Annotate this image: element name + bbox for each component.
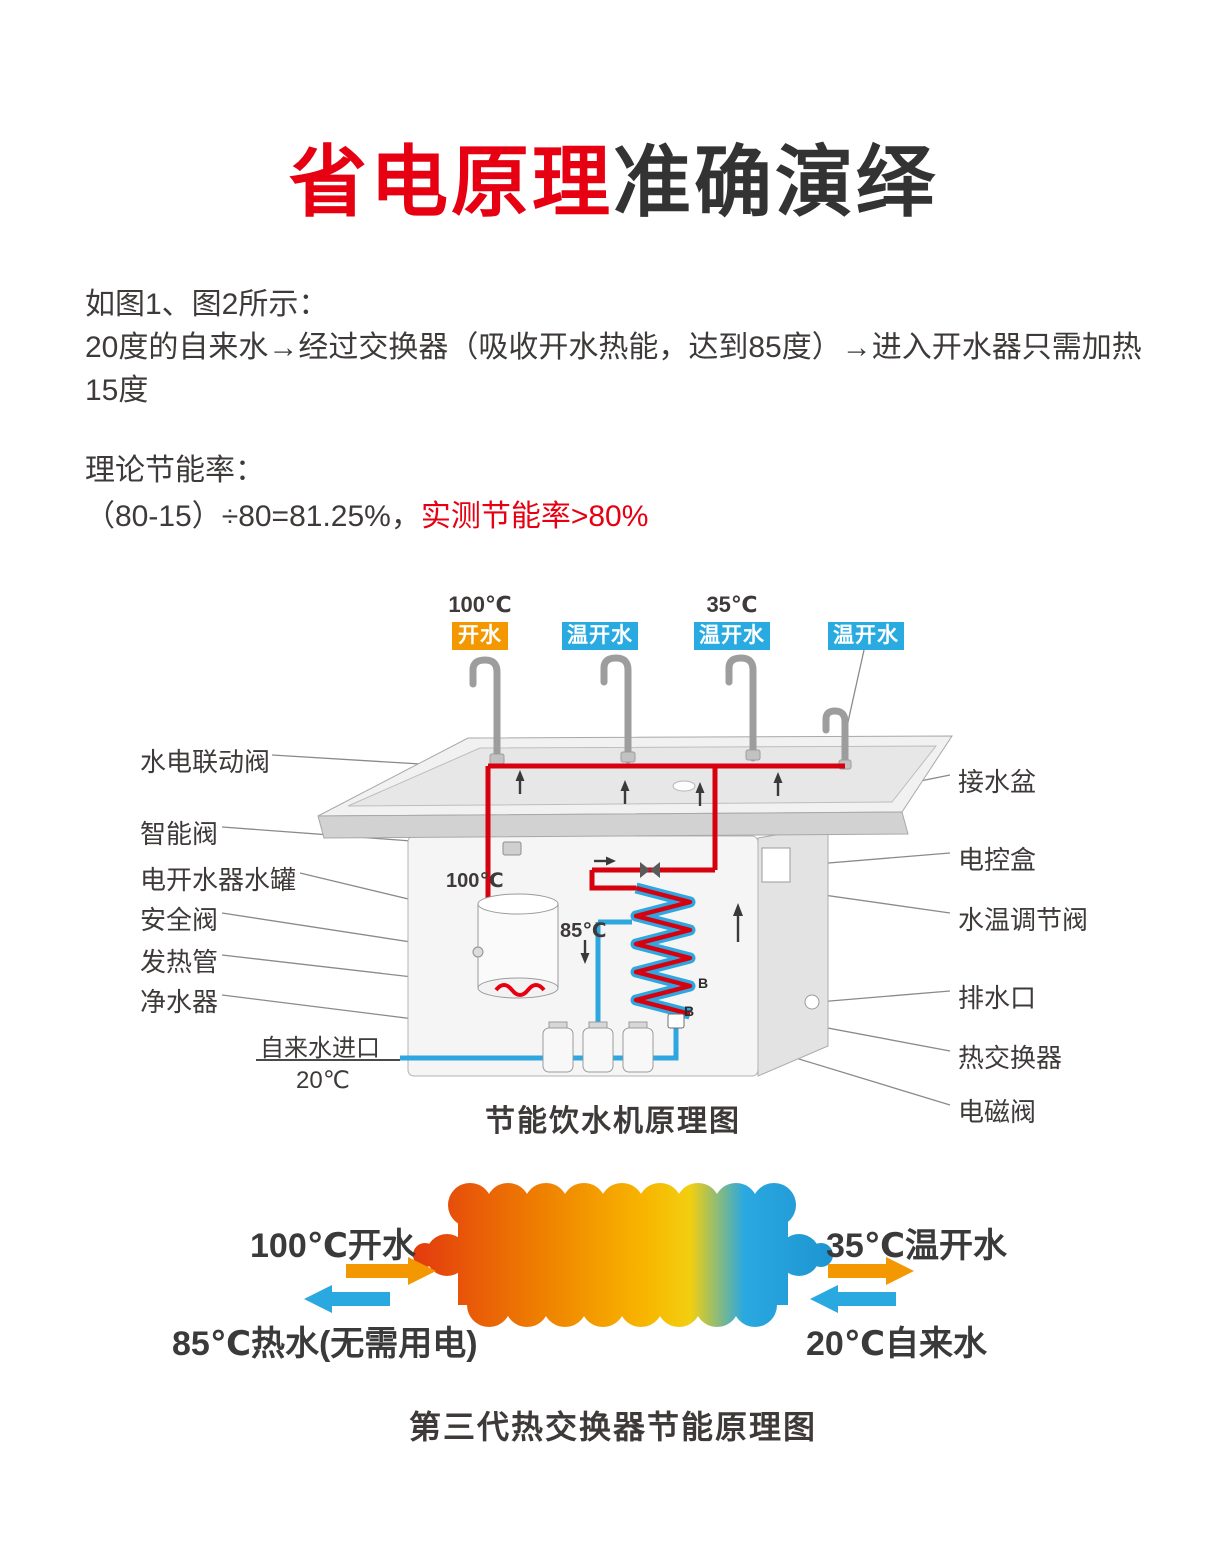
label-20c-cold-in: 20℃自来水: [806, 1325, 987, 1363]
label-water-filter: 净水器: [140, 987, 219, 1017]
hot-water-pipes: [485, 763, 845, 906]
label-85c-hot-out: 85℃热水(无需用电): [172, 1325, 478, 1363]
theory-formula: （80-15）÷80=81.25%，: [85, 500, 421, 533]
flow-arrow-cold-in: [810, 1285, 896, 1313]
tap-tag-warm-2: 温开水: [694, 622, 770, 650]
machine-body: [407, 825, 829, 1077]
faucet-2: [600, 654, 632, 764]
label-control-box: 电控盒: [958, 845, 1037, 875]
label-drain-outlet: 排水口: [958, 983, 1037, 1013]
intro-text: 如图1、图2所示： 20度的自来水→经过交换器（吸收开水热能，达到85度）→进入…: [85, 283, 1165, 412]
theory-formula-line: （80-15）÷80=81.25%，实测节能率>80%: [85, 494, 1165, 540]
heat-exchanger-coil: [630, 882, 696, 1020]
flow-arrow-hot-in: [346, 1257, 436, 1285]
label-solenoid-valve: 电磁阀: [958, 1097, 1037, 1127]
flow-arrow-hot-out: [304, 1285, 390, 1313]
coil-marker-1: B: [698, 975, 709, 991]
safety-valve: [472, 946, 484, 958]
smart-valve: [502, 841, 522, 856]
pipe-temp-85: 85℃: [560, 920, 607, 942]
heating-element: [494, 983, 546, 997]
temperature-regulating-valve: [640, 862, 660, 878]
exchanger-diagram: 100℃开水 35℃温开水 85℃热水(无需用电) 20℃自来水 第三代热交换器…: [0, 1160, 1226, 1490]
coil-marker-2: B: [684, 1003, 695, 1019]
pipe-temp-100: 100℃: [446, 870, 504, 892]
theory-text: 理论节能率： （80-15）÷80=81.25%，实测节能率>80%: [85, 448, 1165, 540]
tap-tag-warm-1: 温开水: [562, 622, 638, 650]
control-box: [761, 847, 791, 883]
label-temp-regulating-valve: 水温调节阀: [958, 905, 1089, 935]
boiler-tank: [472, 893, 559, 999]
faucet-temp-warm: 35℃: [706, 592, 758, 617]
label-tap-water-inlet: 自来水进口: [260, 1035, 380, 1062]
faucet-4: [822, 707, 849, 770]
label-100c-boiling-in: 100℃开水: [250, 1227, 416, 1265]
label-35c-warm-out: 35℃温开水: [826, 1227, 1007, 1265]
label-safety-valve: 安全阀: [140, 905, 219, 935]
machine-caption: 节能饮水机原理图: [485, 1105, 741, 1138]
solenoid-valve: [667, 1013, 685, 1029]
faucets: [469, 654, 849, 770]
flow-arrows: [515, 770, 783, 964]
sink-counter: [317, 735, 953, 839]
intro-line2: 20度的自来水→经过交换器（吸收开水热能，达到85度）→进入开水器只需加热15度: [85, 331, 1142, 407]
faucet-1: [469, 656, 501, 766]
title-rest: 准确演绎: [613, 138, 938, 226]
flow-arrow-warm-out: [828, 1257, 914, 1285]
intro-line1: 如图1、图2所示：: [85, 288, 329, 321]
faucet-temp-hot: 100℃: [448, 592, 512, 617]
page-title: 省电原理准确演绎: [0, 120, 1226, 232]
faucet-3: [725, 654, 757, 762]
theory-label: 理论节能率：: [85, 454, 265, 487]
exchanger-caption: 第三代热交换器节能原理图: [408, 1409, 817, 1445]
tap-tag-warm-3: 温开水: [828, 622, 904, 650]
label-drip-tray: 接水盆: [958, 767, 1037, 797]
machine-art: [221, 649, 953, 1106]
label-water-electric-valve: 水电联动阀: [140, 747, 271, 777]
label-heating-element: 发热管: [140, 947, 219, 977]
water-filters: [542, 1021, 654, 1073]
theory-measured: 实测节能率>80%: [420, 500, 649, 533]
label-heat-exchanger: 热交换器: [958, 1043, 1063, 1073]
machine-diagram: 100℃ 35℃ 开水 温开水 温开水 温开水 水电联动阀 智能阀 电开水器水罐…: [0, 590, 1226, 1150]
tap-tag-boiling: 开水: [452, 622, 508, 650]
title-highlight: 省电原理: [288, 138, 613, 226]
label-smart-valve: 智能阀: [140, 819, 219, 849]
exchanger-art: [304, 1183, 914, 1327]
exchanger-blob: [413, 1183, 833, 1327]
label-inlet-temp: 20℃: [296, 1067, 350, 1094]
sink-drain: [672, 780, 696, 792]
label-boiler-tank: 电开水器水罐: [140, 865, 297, 895]
drain-outlet: [804, 994, 820, 1010]
